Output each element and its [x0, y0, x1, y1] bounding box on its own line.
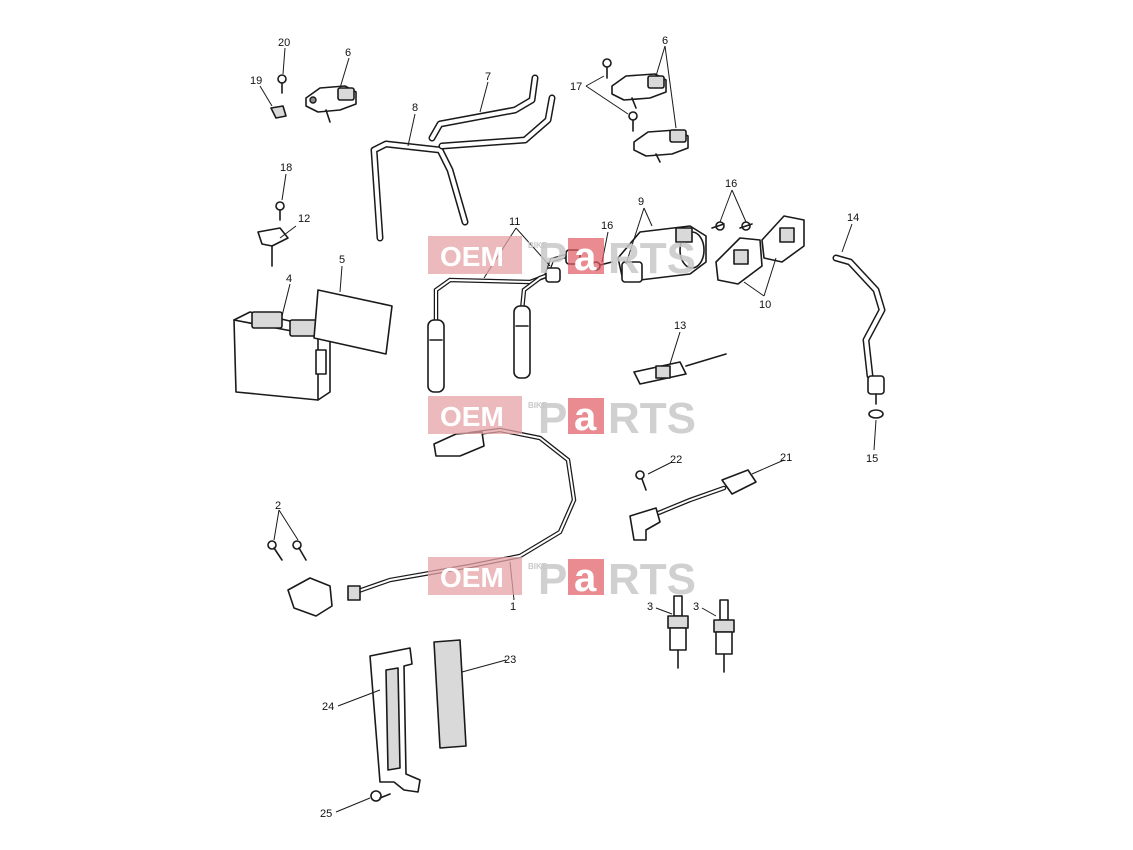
- part-13-sensor[interactable]: [633, 353, 727, 385]
- part-10-coil-cap[interactable]: [715, 215, 805, 285]
- svg-text:P: P: [538, 394, 567, 443]
- callout-9: 9: [638, 196, 644, 208]
- svg-text:RTS: RTS: [608, 234, 696, 283]
- part-21-pickup-sensor[interactable]: [629, 469, 757, 541]
- svg-text:OEM: OEM: [440, 562, 504, 593]
- callout-1: 1: [510, 601, 516, 613]
- part-17-screw-lower[interactable]: [628, 111, 638, 132]
- callout-18: 18: [280, 162, 292, 174]
- part-8-vacuum-hose[interactable]: [370, 140, 469, 242]
- svg-text:a: a: [574, 235, 597, 279]
- callout-25: 25: [320, 808, 332, 820]
- part-9-ignition-coil[interactable]: [617, 225, 707, 283]
- callout-15: 15: [866, 453, 878, 465]
- part-3-spark-plug-left[interactable]: [667, 595, 689, 669]
- svg-text:BIKE: BIKE: [528, 241, 548, 250]
- callout-6-left: 6: [345, 47, 351, 59]
- part-6-sensor-upper-right[interactable]: [611, 73, 667, 109]
- part-14-lambda-sensor[interactable]: [832, 254, 886, 405]
- part-6-sensor-left[interactable]: [305, 85, 357, 123]
- callout-8: 8: [412, 102, 418, 114]
- part-20-screw[interactable]: [277, 74, 287, 94]
- callout-22: 22: [670, 454, 682, 466]
- svg-text:BIKE: BIKE: [528, 401, 548, 410]
- svg-text:P: P: [538, 234, 567, 283]
- svg-text:OEM: OEM: [440, 241, 504, 272]
- callout-12: 12: [298, 213, 310, 225]
- callout-17: 17: [570, 81, 582, 93]
- svg-text:OEM: OEM: [440, 401, 504, 432]
- svg-text:a: a: [574, 556, 597, 600]
- callout-10: 10: [759, 299, 771, 311]
- callout-5: 5: [339, 254, 345, 266]
- svg-text:P: P: [538, 555, 567, 604]
- callout-23: 23: [504, 654, 516, 666]
- part-3-spark-plug-right[interactable]: [713, 599, 735, 673]
- watermark-top: OEM BIKE P a RTS: [428, 234, 696, 283]
- callout-13: 13: [674, 320, 686, 332]
- svg-text:BIKE: BIKE: [528, 562, 548, 571]
- part-12-sensor[interactable]: [257, 227, 289, 267]
- part-16-screw-right[interactable]: [711, 221, 753, 231]
- part-18-screw[interactable]: [275, 201, 285, 221]
- part-5-pad[interactable]: [313, 289, 393, 355]
- leader-lines: [259, 45, 877, 813]
- callout-4: 4: [286, 273, 292, 285]
- part-24-bracket[interactable]: [369, 647, 421, 793]
- svg-text:RTS: RTS: [608, 394, 696, 443]
- part-22-screw[interactable]: [635, 470, 647, 491]
- part-25-screw[interactable]: [370, 790, 391, 802]
- svg-text:RTS: RTS: [608, 555, 696, 604]
- callout-6-right: 6: [662, 35, 668, 47]
- callout-7: 7: [485, 71, 491, 83]
- watermark-bottom: OEM BIKE P a RTS: [428, 555, 696, 604]
- part-7-vacuum-hose[interactable]: [428, 74, 556, 150]
- callout-2: 2: [275, 500, 281, 512]
- watermark-middle: OEM BIKE P a RTS: [428, 394, 696, 443]
- part-17-screw-upper[interactable]: [602, 58, 612, 79]
- part-19-clip[interactable]: [270, 105, 287, 119]
- part-6-sensor-lower-right[interactable]: [633, 129, 689, 163]
- svg-text:a: a: [574, 395, 597, 439]
- callout-14: 14: [847, 212, 859, 224]
- callout-numbers: 20 19 6 7 8 6 17 18 12 11 9 16 16 14 10 …: [250, 35, 878, 820]
- part-23-pad[interactable]: [433, 639, 467, 749]
- callout-16-left: 16: [601, 220, 613, 232]
- callout-21: 21: [780, 452, 792, 464]
- callout-20: 20: [278, 37, 290, 49]
- callout-3-right: 3: [693, 601, 699, 613]
- callout-24: 24: [322, 701, 334, 713]
- callout-3-left: 3: [647, 601, 653, 613]
- part-15-washer[interactable]: [868, 409, 884, 419]
- callout-19: 19: [250, 75, 262, 87]
- callout-16-right: 16: [725, 178, 737, 190]
- part-2-screws[interactable]: [267, 540, 307, 561]
- callout-11: 11: [509, 216, 520, 228]
